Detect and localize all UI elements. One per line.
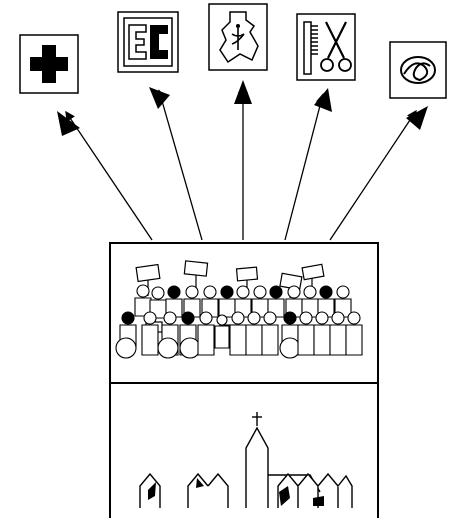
arrow-to-bakery (329, 109, 417, 241)
pharmacy-icon (208, 3, 268, 71)
arrow-to-hairdresser (284, 93, 326, 241)
arrows (65, 83, 417, 241)
arrow-to-ec-card (156, 89, 203, 241)
bakery-pretzel-icon (389, 41, 447, 99)
crowd-demonstration-illustration (109, 242, 379, 384)
red-cross-icon (19, 34, 79, 94)
hairdresser-icon (296, 13, 356, 81)
village-with-church-illustration: + (109, 382, 379, 518)
ec-card-icon (117, 11, 179, 73)
arrow-to-red-cross (65, 110, 153, 241)
